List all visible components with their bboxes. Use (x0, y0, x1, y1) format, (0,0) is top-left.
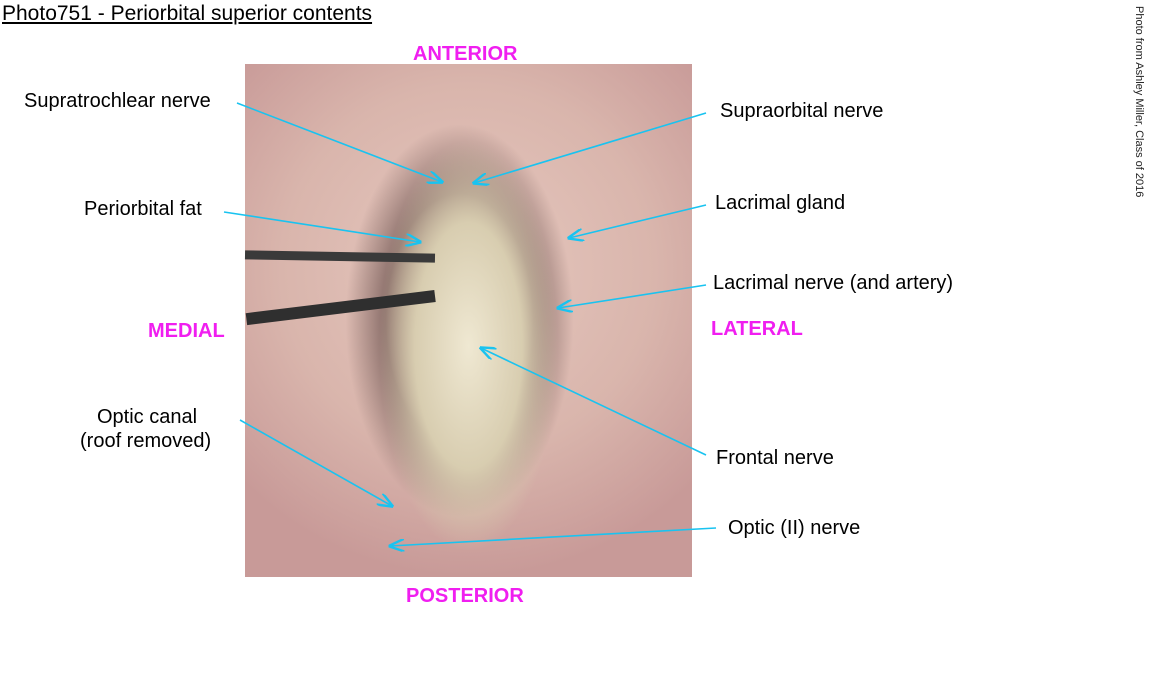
label-supraorbital-nerve: Supraorbital nerve (720, 100, 884, 122)
arrow-lacrimal-gland (569, 204, 707, 238)
label-periorbital-fat: Periorbital fat (84, 198, 202, 220)
label-lacrimal-gland: Lacrimal gland (715, 192, 846, 214)
direction-medial: MEDIAL (148, 320, 225, 342)
label-optic-canal-note: (roof removed) (80, 430, 212, 452)
arrow-supraorbital (474, 112, 707, 183)
label-optic-nerve: Optic (II) nerve (728, 517, 861, 539)
arrow-optic-canal (239, 419, 392, 506)
arrow-periorbital-fat (223, 211, 420, 242)
dissection-photo (245, 64, 692, 577)
label-lacrimal-nerve: Lacrimal nerve (and artery) (713, 272, 954, 294)
arrow-lacrimal-nerve (558, 284, 707, 308)
direction-posterior: POSTERIOR (406, 585, 524, 607)
label-frontal-nerve: Frontal nerve (716, 447, 834, 469)
page-title: Photo751 - Periorbital superior contents (2, 2, 373, 25)
arrow-frontal-nerve (481, 348, 707, 456)
direction-lateral: LATERAL (711, 318, 803, 340)
arrow-optic-nerve (390, 527, 717, 546)
direction-anterior: ANTERIOR (413, 43, 518, 65)
label-optic-canal: Optic canal (97, 406, 198, 428)
label-supratrochlear-nerve: Supratrochlear nerve (24, 90, 211, 112)
arrow-supratrochlear (236, 102, 442, 182)
photo-credit: Photo from Ashley Miller, Class of 2016 (1133, 6, 1145, 198)
